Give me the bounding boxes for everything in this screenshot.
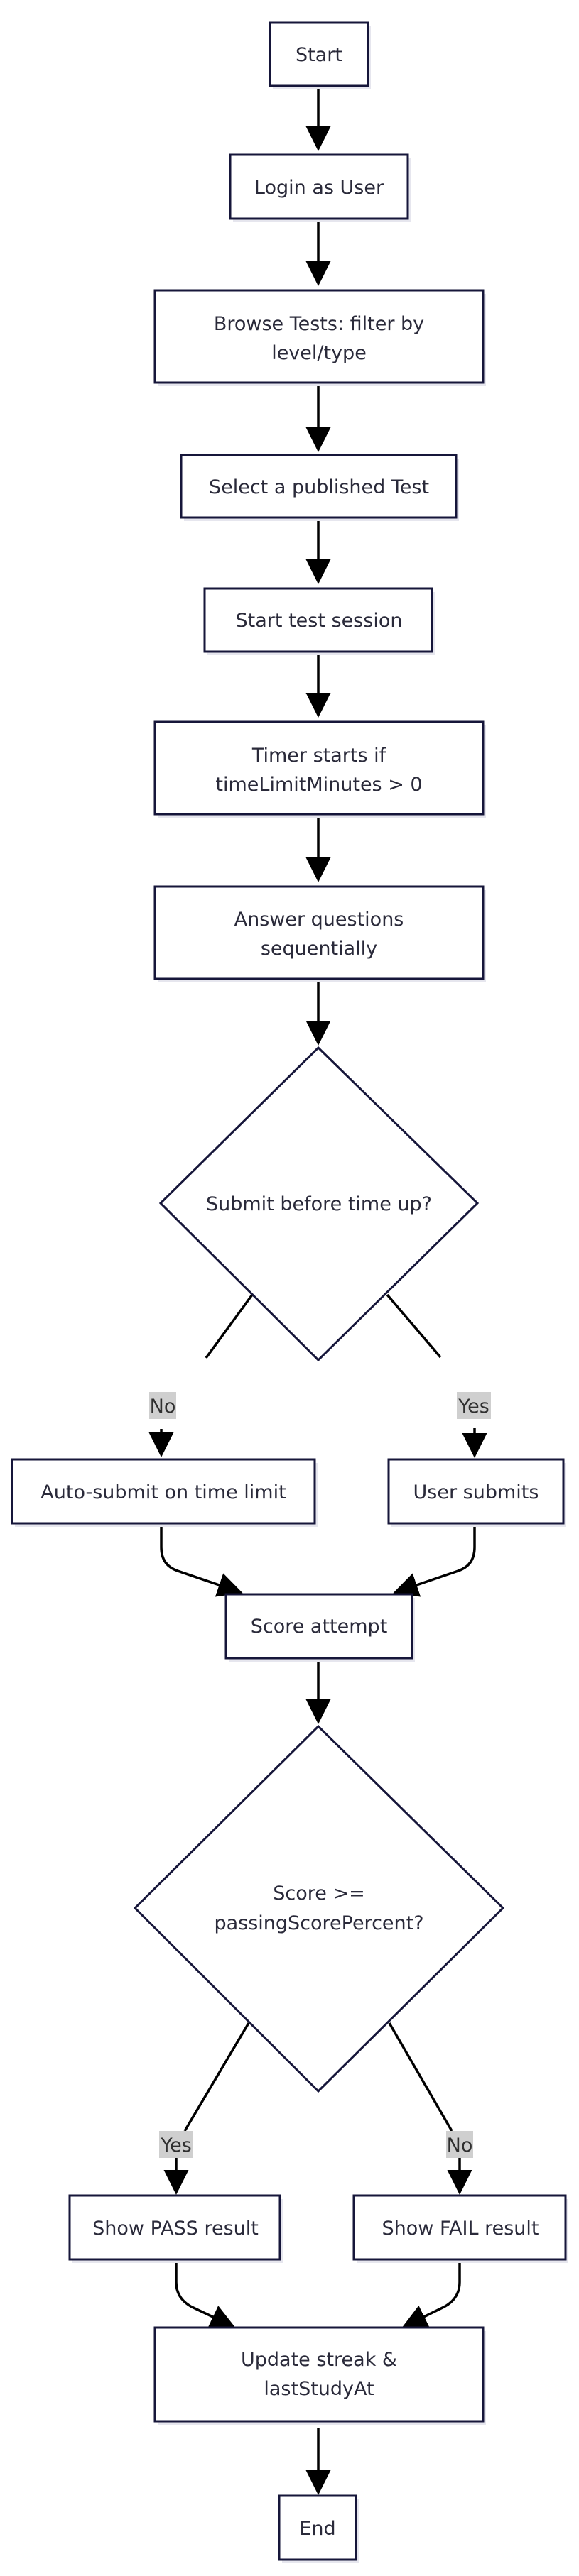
edge-label-score-yes-text: Yes [160,2134,192,2156]
node-answer: Answer questions sequentially [153,885,486,982]
node-timer: Timer starts if timeLimitMinutes > 0 [153,720,486,818]
node-session-label: Start test session [236,610,403,632]
node-fail: Show FAIL result [352,2194,568,2263]
edge-submit-no [205,1293,254,1359]
edge-pass-update [175,2261,236,2328]
edge-label-submit-no-text: No [150,1396,176,1418]
edge-auto-score [160,1525,243,1597]
node-pass: Show PASS result [68,2194,283,2263]
node-update-label-line2: lastStudyAt [264,2378,374,2400]
edge-label-score-no: No [446,2131,473,2158]
edge-score-no [388,2022,453,2132]
node-submit-decision-label: Submit before time up? [206,1193,432,1215]
node-submit-decision: Submit before time up? [158,1046,480,1362]
node-user-submits: User submits [387,1458,566,1527]
edge-submit-yes [386,1293,442,1359]
node-score: Score attempt [224,1593,415,1662]
edge-label-submit-yes: Yes [457,1392,491,1419]
node-update-label-line1: Update streak & [241,2349,397,2371]
node-answer-label-line1: Answer questions [234,909,404,931]
node-score-decision-label-line1: Score >= [273,1882,364,1904]
edge-label-score-yes: Yes [159,2131,193,2158]
node-pass-label: Show PASS result [92,2218,259,2240]
node-start: Start [269,21,371,89]
edge-label-submit-yes-text: Yes [458,1396,489,1418]
node-end-label: End [299,2518,335,2540]
node-score-decision-label-line2: passingScorePercent? [214,1912,423,1934]
edges [148,85,487,2495]
node-session: Start test session [203,587,435,655]
node-score-label: Score attempt [251,1616,388,1638]
node-select-label: Select a published Test [209,476,429,498]
node-score-decision: Score >= passingScorePercent? [133,1724,505,2093]
edge-label-submit-no: No [149,1392,176,1419]
edge-fail-update [401,2261,461,2328]
node-start-label: Start [296,44,342,66]
node-auto-submit-label: Auto-submit on time limit [40,1481,286,1503]
node-timer-label-line1: Timer starts if [251,745,387,767]
node-user-submits-label: User submits [413,1481,539,1503]
node-browse-label-line2: level/type [271,342,367,364]
node-browse-label-line1: Browse Tests: filter by [214,313,424,335]
node-login: Login as User [229,153,411,222]
edge-label-score-no-text: No [447,2134,473,2156]
node-timer-label-line2: timeLimitMinutes > 0 [215,774,422,796]
edge-score-yes [183,2022,250,2132]
node-browse: Browse Tests: filter by level/type [153,289,486,386]
node-select: Select a published Test [180,454,459,521]
node-update: Update streak & lastStudyAt [153,2326,486,2425]
edge-user-score [393,1525,476,1597]
node-fail-label: Show FAIL result [382,2218,539,2240]
node-auto-submit: Auto-submit on time limit [11,1458,318,1527]
node-end: End [278,2494,359,2563]
node-answer-label-line2: sequentially [261,938,377,960]
node-login-label: Login as User [254,177,384,199]
